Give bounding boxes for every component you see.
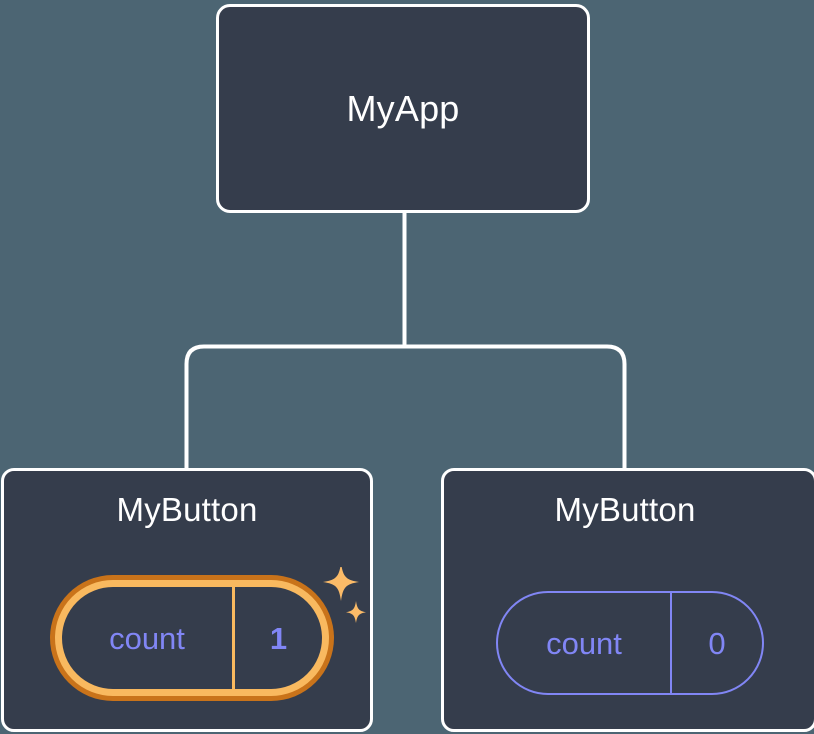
node-myapp[interactable]: MyApp [216, 4, 590, 213]
prop-pill-plain[interactable]: count 0 [496, 591, 764, 695]
node-mybutton-right-label: MyButton [554, 491, 696, 528]
prop-pill-highlighted-body: count 1 [55, 580, 329, 696]
connector-rail [184, 344, 627, 470]
prop-value-right: 0 [670, 593, 762, 693]
node-mybutton-left-label: MyButton [116, 491, 258, 528]
prop-name-left: count [109, 620, 185, 656]
prop-value-left: 1 [232, 587, 322, 689]
prop-pill-highlighted[interactable]: count 1 [50, 575, 334, 701]
node-mybutton-right[interactable]: MyButton count 0 [441, 468, 814, 732]
sparkle-small-icon [346, 601, 366, 623]
sparkle-large-icon [323, 567, 359, 601]
prop-name-right: count [546, 625, 622, 661]
node-myapp-label: MyApp [346, 87, 460, 129]
node-mybutton-left[interactable]: MyButton count 1 [1, 468, 373, 732]
